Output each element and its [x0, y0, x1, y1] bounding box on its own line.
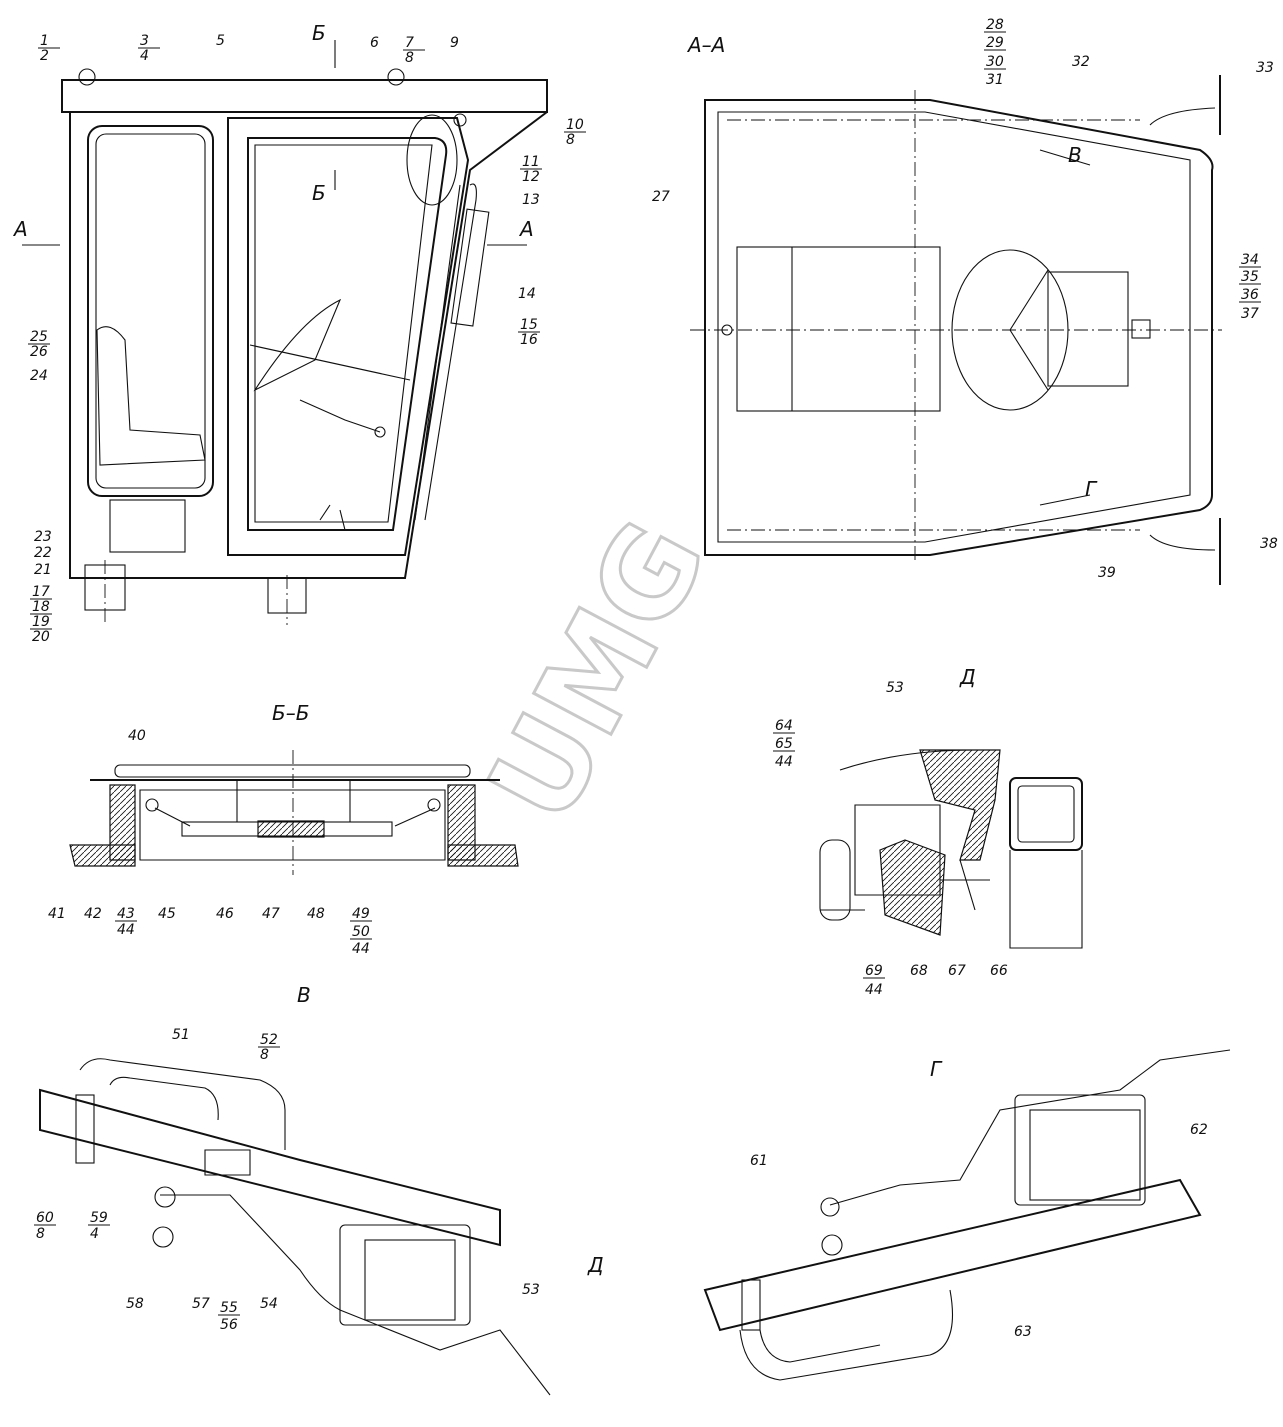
callout-label: 35: [1241, 269, 1259, 285]
callout-label: 42: [84, 906, 102, 922]
view-arrow-d: Д: [587, 1253, 604, 1277]
callout-label: 44: [865, 982, 883, 998]
detail-d-view: [819, 749, 1083, 949]
section-title-d: Д: [959, 665, 976, 689]
callout-label: 21: [34, 562, 52, 578]
callout-label: 11: [522, 154, 540, 170]
section-title-aa: А–А: [686, 33, 725, 57]
view-arrow-g: Г: [1085, 477, 1098, 501]
callout-label: 7: [405, 35, 414, 51]
section-aa-view: [690, 75, 1222, 585]
callout-label: 15: [520, 317, 538, 333]
callout-label: 13: [522, 192, 540, 208]
callout-label: 64: [775, 718, 793, 734]
callout-label: 8: [260, 1047, 269, 1063]
callout-label: 24: [30, 368, 48, 384]
callout-label: 40: [128, 728, 146, 744]
callout-label: 12: [522, 169, 540, 185]
callout-label: 6: [370, 35, 379, 51]
callout-label: 44: [775, 754, 793, 770]
detail-v-view: [39, 1058, 551, 1396]
callout-label: 60: [36, 1210, 54, 1226]
callout-label: 25: [30, 329, 48, 345]
callout-label: 8: [36, 1226, 45, 1242]
callout-label: 53: [886, 680, 904, 696]
callout-label: 20: [32, 629, 50, 645]
callout-label: 17: [32, 584, 50, 600]
callout-label: 26: [30, 344, 48, 360]
callout-label: 31: [986, 72, 1004, 88]
callout-label: 4: [140, 48, 149, 64]
callout-label: 51: [172, 1027, 190, 1043]
callout-label: 52: [260, 1032, 278, 1048]
cut-mark-a-right: A: [518, 217, 534, 241]
detail-g-view: [703, 1049, 1231, 1381]
callout-label: 18: [32, 599, 50, 615]
cab-side-view: [22, 40, 548, 625]
callout-label: 28: [986, 17, 1004, 33]
callout-label: 8: [566, 132, 575, 148]
callout-label: 14: [518, 286, 536, 302]
section-title-bb: Б–Б: [272, 701, 309, 725]
callout-label: 58: [126, 1296, 144, 1312]
callout-label: 9: [450, 35, 459, 51]
cut-mark-b-top: Б: [312, 21, 326, 45]
callout-label: 63: [1014, 1324, 1032, 1340]
callout-label: 32: [1072, 54, 1090, 70]
callout-label: 23: [34, 529, 52, 545]
callout-label: 48: [307, 906, 325, 922]
callout-label: 16: [520, 332, 538, 348]
callout-label: 44: [352, 941, 370, 957]
callout-label: 41: [48, 906, 66, 922]
callout-label: 22: [34, 545, 52, 561]
callout-label: 8: [405, 50, 414, 66]
callout-label: 10: [566, 117, 584, 133]
callout-label: 49: [352, 906, 370, 922]
callout-label: 2: [40, 48, 49, 64]
watermark: UMG: [463, 500, 734, 844]
callout-label: 3: [140, 33, 149, 49]
callout-label: 46: [216, 906, 234, 922]
section-bb-view: [69, 750, 519, 875]
cut-mark-a-left: A: [12, 217, 28, 241]
callout-label: 19: [32, 614, 50, 630]
callout-label: 57: [192, 1296, 210, 1312]
callout-label: 47: [262, 906, 280, 922]
callout-label: 29: [986, 35, 1004, 51]
callout-label: 38: [1260, 536, 1278, 552]
callout-label: 53: [522, 1282, 540, 1298]
callout-label: 33: [1256, 60, 1274, 76]
callout-label: 61: [750, 1153, 768, 1169]
callout-label: 1: [40, 33, 49, 49]
view-arrow-v: В: [1068, 143, 1082, 167]
section-title-v: В: [297, 983, 311, 1007]
callout-label: 36: [1241, 287, 1259, 303]
callout-label: 30: [986, 54, 1004, 70]
callout-label: 59: [90, 1210, 108, 1226]
callout-label: 56: [220, 1317, 238, 1333]
cut-mark-b-bottom: Б: [312, 181, 326, 205]
callout-label: 37: [1241, 306, 1259, 322]
callout-label: 68: [910, 963, 928, 979]
section-title-g: Г: [930, 1057, 943, 1081]
callout-label: 69: [865, 963, 883, 979]
callout-label: 4: [90, 1226, 99, 1242]
callout-label: 67: [948, 963, 966, 979]
callout-label: 27: [652, 189, 670, 205]
callout-label: 5: [216, 33, 225, 49]
callout-label: 55: [220, 1300, 238, 1316]
callout-label: 44: [117, 922, 135, 938]
callout-label: 43: [117, 906, 135, 922]
callout-label: 39: [1098, 565, 1116, 581]
callout-label: 54: [260, 1296, 278, 1312]
callout-label: 50: [352, 924, 370, 940]
callout-label: 45: [158, 906, 176, 922]
callout-label: 65: [775, 736, 793, 752]
callout-label: 62: [1190, 1122, 1208, 1138]
callout-label: 66: [990, 963, 1008, 979]
callout-label: 34: [1241, 252, 1259, 268]
